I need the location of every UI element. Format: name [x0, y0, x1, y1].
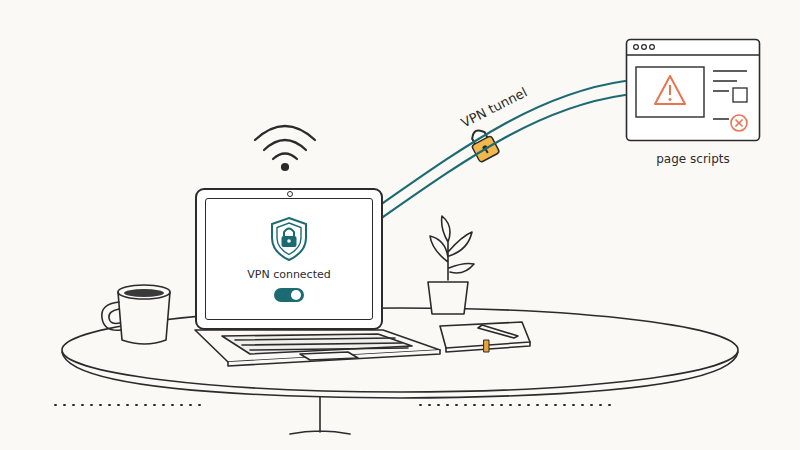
- laptop-screen: VPN connected: [195, 188, 383, 330]
- vpn-tunnel-line: [383, 81, 625, 217]
- wifi-symbol: [255, 126, 315, 170]
- coffee-mug: [102, 285, 170, 344]
- window-caption: page scripts: [656, 152, 729, 166]
- status-text: VPN connected: [247, 268, 330, 281]
- toggle-switch: [273, 287, 305, 303]
- laptop-deck: [195, 330, 440, 366]
- screen-display: VPN connected: [205, 198, 373, 320]
- floor-dots: [55, 404, 615, 406]
- notebook: [440, 322, 530, 352]
- webcam-dot: [287, 191, 293, 197]
- toggle-holder: [273, 287, 305, 303]
- browser-window: [625, 38, 761, 142]
- tunnel-label: VPN tunnel: [459, 84, 530, 130]
- window-holder: [625, 38, 761, 142]
- shield-lock-icon: [269, 216, 309, 262]
- table-stem: [290, 392, 350, 434]
- browser-node: page scripts: [625, 38, 761, 166]
- potted-plant: [428, 216, 474, 314]
